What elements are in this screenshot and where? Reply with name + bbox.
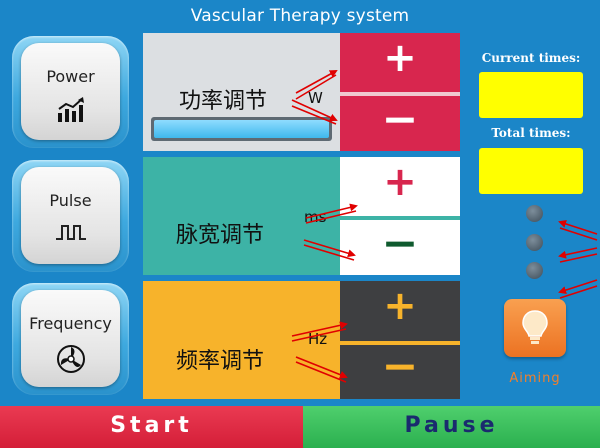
start-button-label: Start	[110, 413, 193, 438]
start-button[interactable]: Start	[0, 406, 303, 448]
bar-chart-rising-icon	[58, 97, 84, 122]
indicator-light	[526, 234, 543, 251]
pause-button-label: Pause	[404, 413, 499, 438]
power-panel: 功率调节	[143, 33, 340, 151]
frequency-button-face[interactable]: Frequency	[21, 290, 120, 387]
pulse-button-face[interactable]: Pulse	[21, 167, 120, 264]
minus-icon: −	[381, 94, 419, 145]
current-times-label: Current times:	[481, 51, 581, 65]
aiming-button[interactable]	[504, 299, 566, 357]
power-plus-button[interactable]: +	[340, 33, 460, 92]
frequency-minus-button[interactable]: −	[340, 341, 460, 399]
indicator-light	[526, 262, 543, 279]
pulse-plus-button[interactable]: +	[340, 157, 460, 216]
frequency-adjust-label: 频率调节	[176, 349, 265, 374]
current-times-display	[479, 72, 583, 118]
minus-icon: −	[381, 341, 419, 392]
pause-button[interactable]: Pause	[303, 406, 600, 448]
power-button[interactable]: Power	[12, 36, 129, 148]
power-divider	[340, 92, 460, 96]
power-button-face[interactable]: Power	[21, 43, 120, 140]
total-times-display	[479, 148, 583, 194]
indicator-light	[526, 205, 543, 222]
pulse-divider	[340, 216, 460, 220]
power-level-bar-fill	[154, 120, 329, 138]
frequency-panel: 频率调节	[143, 281, 340, 399]
power-minus-button[interactable]: −	[340, 94, 460, 151]
frequency-button[interactable]: Frequency	[12, 283, 129, 395]
plus-icon: +	[383, 283, 417, 329]
pulse-button-label: Pulse	[49, 191, 92, 210]
total-times-label: Total times:	[491, 126, 571, 140]
pulse-unit: ms	[304, 208, 327, 226]
power-unit: W	[308, 89, 323, 107]
lightbulb-icon	[522, 310, 548, 344]
power-adjust-label: 功率调节	[179, 89, 268, 114]
pulse-button[interactable]: Pulse	[12, 160, 129, 272]
title: Vascular Therapy system	[190, 6, 410, 26]
minus-icon: −	[381, 218, 419, 269]
plus-icon: +	[383, 159, 417, 205]
aiming-label: Aiming	[509, 371, 561, 386]
frequency-unit: Hz	[308, 330, 328, 348]
square-wave-icon	[56, 225, 86, 240]
frequency-divider	[340, 341, 460, 345]
power-level-bar	[151, 117, 332, 141]
frequency-plus-button[interactable]: +	[340, 281, 460, 341]
pulse-adjust-label: 脉宽调节	[176, 223, 265, 248]
frequency-button-label: Frequency	[29, 314, 112, 333]
power-button-label: Power	[46, 67, 95, 86]
pulse-minus-button[interactable]: −	[340, 218, 460, 275]
plus-icon: +	[383, 35, 417, 81]
fan-icon	[57, 345, 85, 373]
